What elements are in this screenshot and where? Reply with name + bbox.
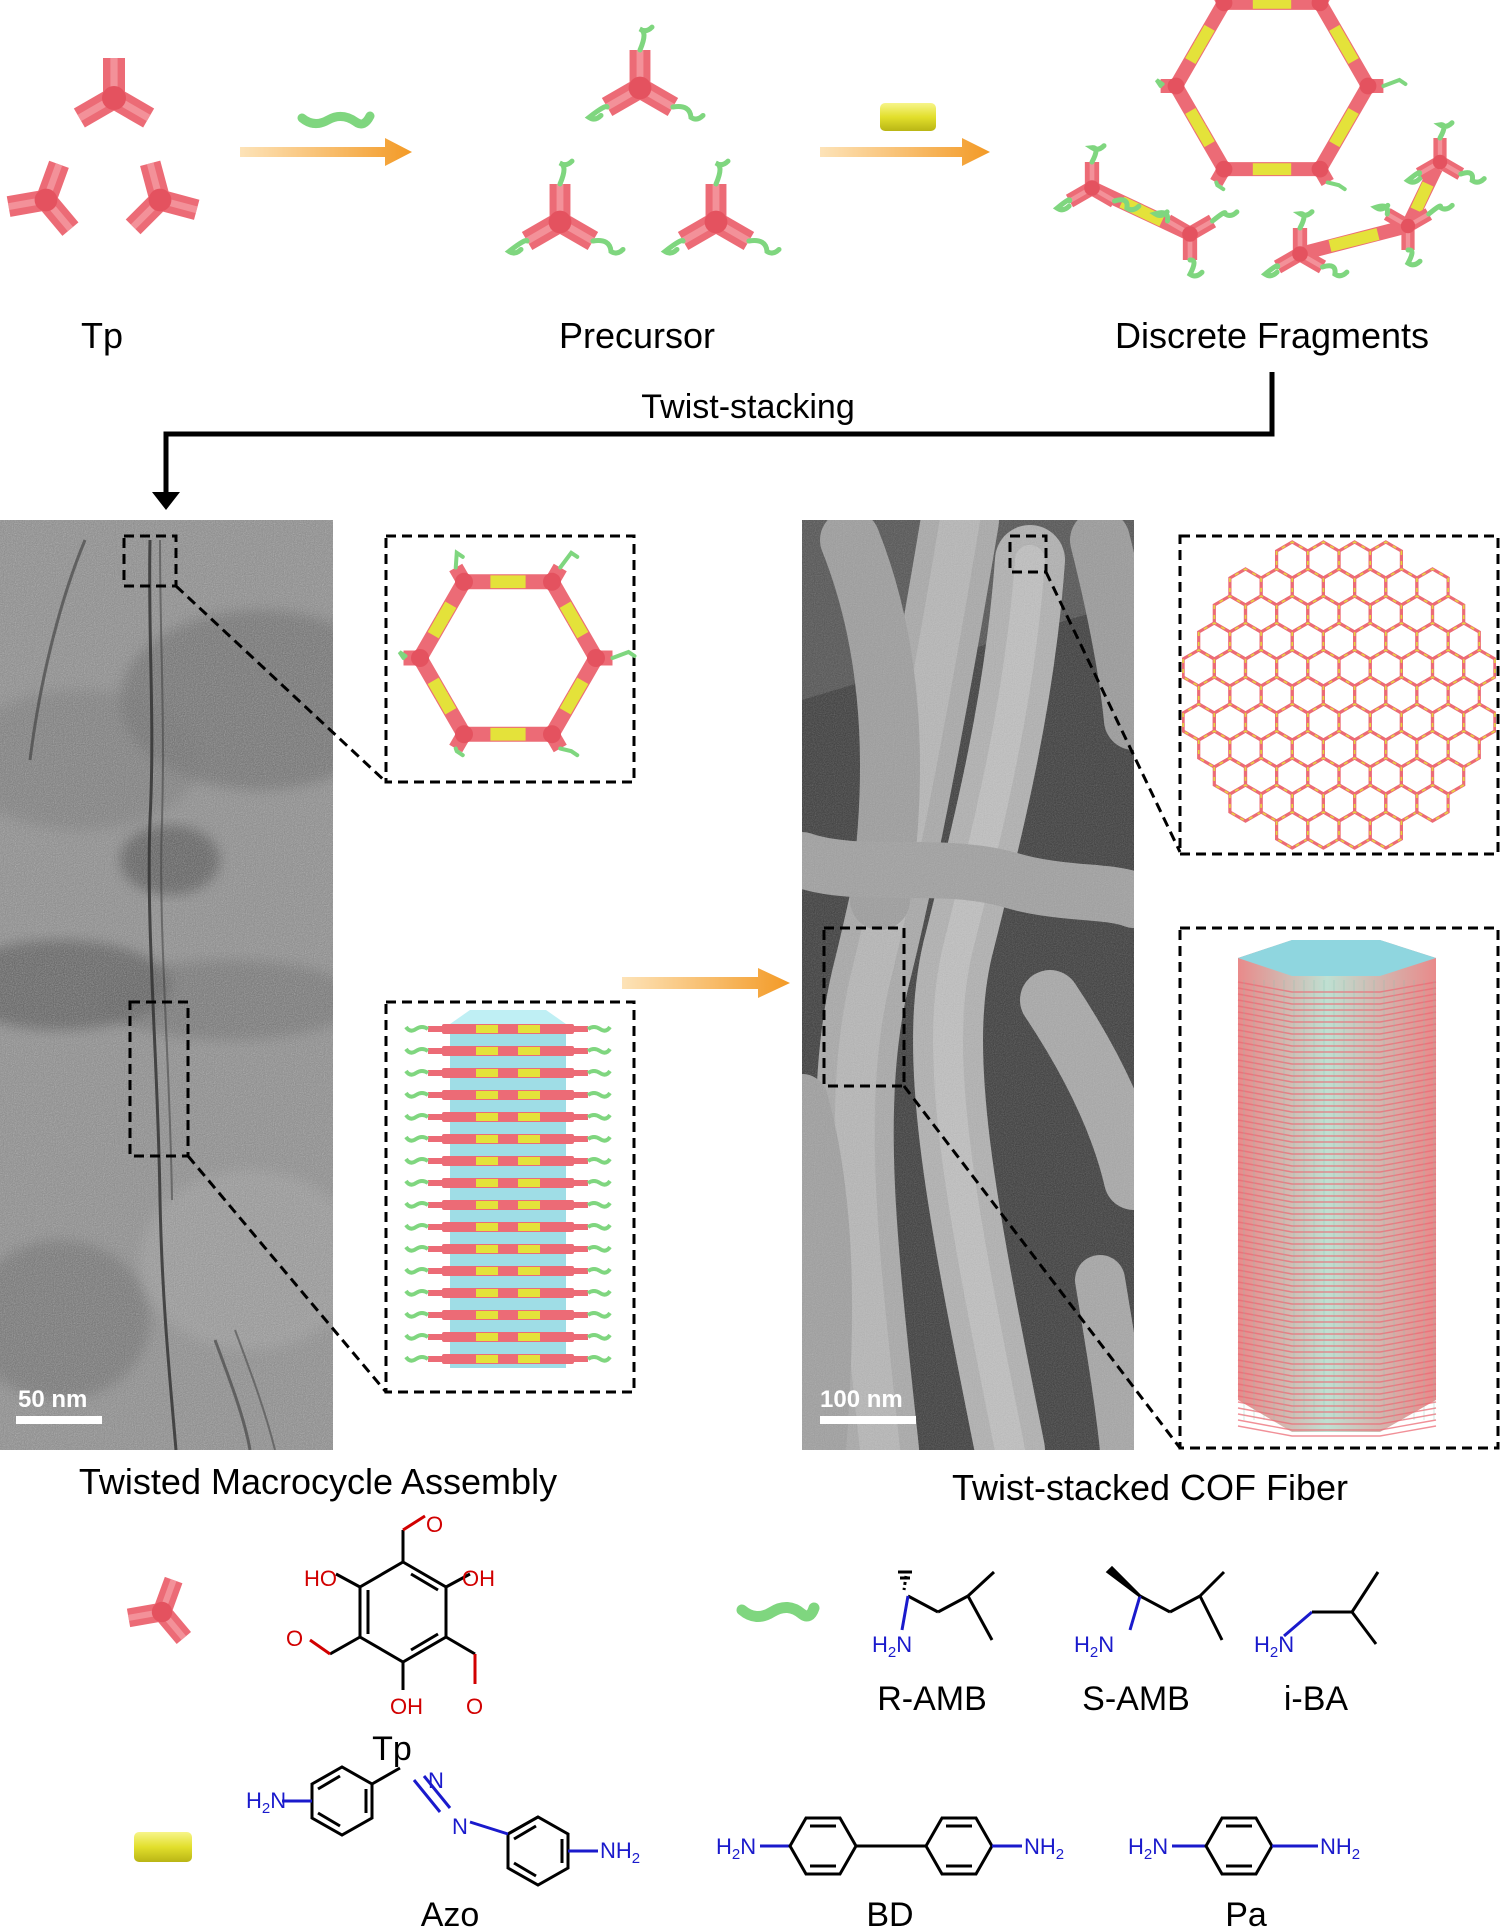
r-amb-name: R-AMB	[877, 1680, 987, 1718]
discrete-fragments-illustration	[1052, 0, 1487, 279]
tp-monomers-illustration	[6, 58, 200, 236]
pa-name: Pa	[1225, 1896, 1267, 1930]
sem-zoom-box-column	[1178, 926, 1500, 1450]
linker-rod-icon-top	[880, 103, 936, 131]
sem-micrograph	[802, 520, 1134, 1450]
pa-structure	[1172, 1816, 1318, 1876]
i-ba-structure	[1283, 1571, 1380, 1645]
discrete-fragments-label: Discrete Fragments	[1115, 315, 1429, 356]
sem-zoom-box-lattice	[1178, 534, 1500, 856]
tp-node	[504, 158, 626, 256]
tp-node	[1403, 120, 1487, 185]
linear-fragment-left	[1052, 143, 1240, 279]
amine-chain-legend-icon	[736, 1602, 820, 1622]
macrocycle-stack-illustration	[404, 1010, 612, 1368]
tp-node-legend-icon	[126, 1576, 192, 1645]
tp-o-left: O	[286, 1626, 303, 1651]
tp-o-top: O	[426, 1512, 443, 1537]
sem-scale-label: 100 nm	[820, 1386, 903, 1413]
tp-node	[1149, 209, 1240, 279]
tp-node	[1052, 143, 1142, 213]
bd-nh2: NH2	[1024, 1834, 1064, 1863]
azo-n-upper: N	[428, 1768, 444, 1793]
tem-scale-label: 50 nm	[18, 1386, 87, 1413]
macrocycle-top-view	[397, 549, 637, 758]
tem-zoom-roi-top	[122, 534, 178, 588]
i-ba-amine: H2N	[1254, 1632, 1294, 1661]
r-amb-amine: H2N	[872, 1632, 912, 1661]
pa-h2n: H2N	[1128, 1834, 1168, 1863]
tp-node	[125, 160, 200, 235]
tp-node	[73, 58, 155, 128]
bd-name: BD	[866, 1896, 913, 1930]
azo-bridge	[412, 1775, 509, 1836]
twist-stacked-cof-fiber-label: Twist-stacked COF Fiber	[952, 1467, 1348, 1508]
linear-fragment-right	[1260, 120, 1487, 279]
twisted-macrocycle-assembly-label: Twisted Macrocycle Assembly	[79, 1461, 557, 1502]
tp-node	[1260, 209, 1350, 279]
s-amb-structure	[1128, 1570, 1226, 1641]
tp-o-right: O	[466, 1694, 483, 1719]
tp-structure	[309, 1514, 477, 1690]
pa-nh2: NH2	[1320, 1834, 1360, 1863]
twist-stacking-arrowhead	[152, 492, 180, 510]
tp-node	[660, 158, 782, 256]
tp-oh-right: OH	[462, 1566, 495, 1591]
precursor-illustration	[504, 24, 782, 256]
tp-node	[6, 160, 79, 236]
macrocycle-fragment	[1154, 0, 1408, 192]
tp-node	[1370, 202, 1455, 268]
tem-zoom-box-macrocycle	[384, 534, 636, 784]
precursor-label: Precursor	[559, 315, 715, 356]
azo-nh2: NH2	[600, 1838, 640, 1867]
azo-name: Azo	[421, 1896, 480, 1930]
s-amb-name: S-AMB	[1082, 1680, 1190, 1718]
azo-n-lower: N	[452, 1814, 468, 1839]
sem-scale-bar	[820, 1416, 916, 1424]
twist-stacking-connector	[163, 372, 1275, 496]
arrow-precursor-to-fragments	[820, 138, 990, 166]
tem-zoom-box-stack	[384, 1000, 636, 1394]
tem-micrograph	[0, 520, 333, 1450]
linker-rod-legend-icon	[134, 1832, 192, 1862]
azo-structure	[282, 1765, 598, 1887]
tp-node	[126, 1576, 192, 1645]
tem-zoom-roi-bottom	[128, 1000, 190, 1158]
cof-fiber-column-illustration	[1237, 940, 1437, 1437]
amine-chain-icon-top	[297, 111, 375, 129]
bd-structure	[760, 1816, 1022, 1876]
twist-stacking-label: Twist-stacking	[641, 388, 855, 426]
tp-node	[584, 24, 706, 122]
s-amb-amine: H2N	[1074, 1632, 1114, 1661]
tp-ho-left: HO	[304, 1566, 337, 1591]
tp-name: Tp	[372, 1730, 412, 1768]
i-ba-name: i-BA	[1284, 1680, 1349, 1718]
s-amb-wedge	[1105, 1565, 1142, 1598]
sem-zoom-roi-bottom	[822, 926, 906, 1088]
r-amb-structure	[898, 1570, 996, 1641]
tem-scale-bar	[16, 1416, 102, 1424]
sem-zoom-roi-top	[1008, 534, 1048, 574]
arrow-assembly-to-fiber	[622, 968, 790, 998]
cof-hexagonal-lattice	[1182, 540, 1496, 850]
tp-label: Tp	[81, 315, 123, 356]
tp-oh-bottom: OH	[390, 1694, 423, 1719]
arrow-tp-to-precursor	[240, 138, 412, 166]
azo-h2n: H2N	[246, 1788, 286, 1817]
bd-h2n: H2N	[716, 1834, 756, 1863]
